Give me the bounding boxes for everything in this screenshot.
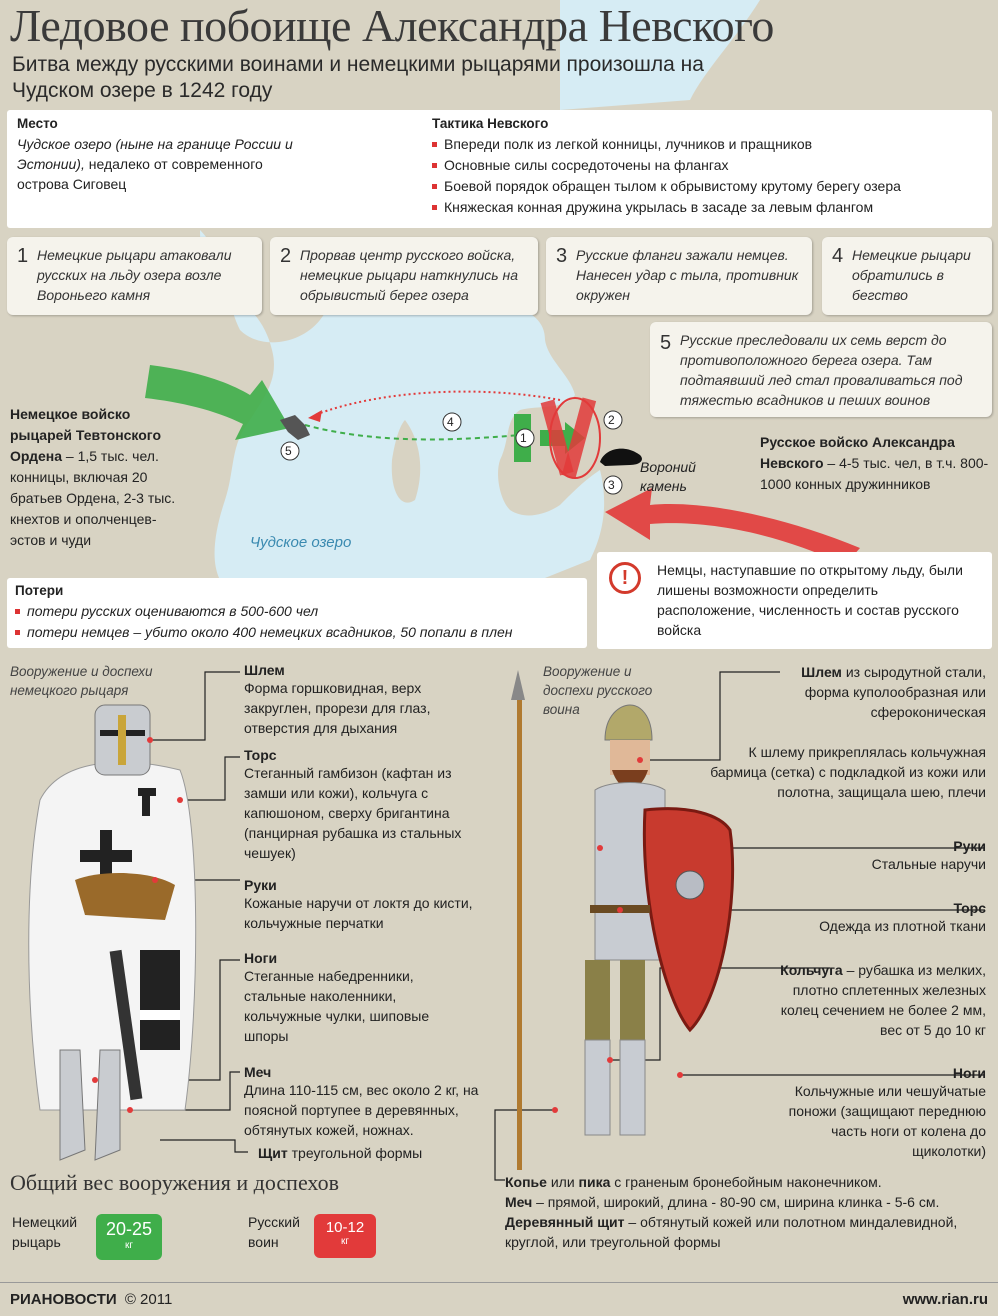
step-1: 1 Немецкие рыцари атаковали русских на л…: [7, 237, 262, 315]
step-number: 4: [832, 245, 844, 267]
german-part-arms: Руки Кожаные наручи от локтя до кисти, к…: [244, 877, 473, 931]
retreat-arrowhead: [308, 410, 322, 422]
russian-army-text: Русское войско Александра Невского – 4-5…: [760, 434, 989, 492]
weapon-sword: Меч – прямой, широкий, длина - 80-90 см,…: [505, 1194, 940, 1210]
info-panel: Место Чудское озеро (ныне на границе Рос…: [7, 110, 992, 228]
raven-stone: [600, 448, 642, 466]
place-block: Место Чудское озеро (ныне на границе Рос…: [17, 116, 317, 194]
broken-ice: [280, 415, 310, 440]
step-number: 5: [660, 332, 672, 354]
step-text: Русские фланги зажали немцев. Нанесен уд…: [576, 247, 799, 303]
losses-panel: Потери потери русских оцениваются в 500-…: [7, 578, 587, 648]
russian-attack-arrow: [605, 488, 860, 565]
tactics-heading: Тактика Невского: [432, 116, 549, 131]
weight-russian-label: Русский воин: [248, 1214, 300, 1250]
russian-part-helmet: Шлем из сыродутной стали, форма куполооб…: [801, 664, 986, 720]
weight-german-badge: 20-25 кг: [96, 1214, 162, 1260]
map-marker-label-1: 1: [520, 431, 527, 445]
german-part-legs: Ноги Стеганные набедренники, стальные на…: [244, 950, 430, 1044]
german-part-torso: Торс Стеганный гамбизон (кафтан из замши…: [244, 747, 462, 861]
german-attack-arrow: [145, 365, 290, 440]
map-marker-label-3: 3: [608, 478, 615, 492]
weight-russian-value: 10-12: [325, 1219, 365, 1236]
russian-part-arms: Руки Стальные наручи: [871, 838, 986, 872]
place-text-italic: Чудское озеро (ныне на границе России и …: [17, 136, 293, 172]
russian-weapons: Копье или пика с граненым бронебойным на…: [505, 1172, 990, 1252]
map-marker-label-5: 5: [285, 444, 292, 458]
weight-german-label: Немецкий рыцарь: [12, 1214, 78, 1250]
russian-warrior-figure: [511, 670, 735, 1170]
tactics-item: Впереди полк из легкой конницы, лучников…: [432, 134, 987, 155]
map-marker-label-2: 2: [608, 413, 615, 427]
site-link[interactable]: www.rian.ru: [902, 1291, 988, 1308]
brand-logo: РИАНОВОСТИ © 2011: [10, 1291, 173, 1308]
map-marker-5: [280, 441, 300, 461]
russian-part-torso: Торс Одежда из плотной ткани: [819, 900, 986, 934]
weapon-spear: Копье или пика с граненым бронебойным на…: [505, 1174, 882, 1190]
losses-heading: Потери: [15, 583, 64, 598]
warning-text: Немцы, наступавшие по открытому льду, бы…: [657, 562, 963, 638]
map-marker-label-4: 4: [447, 415, 454, 429]
german-caption: Вооружение и доспехи немецкого рыцаря: [10, 664, 153, 698]
raven-stone-label: Вороний камень: [640, 459, 696, 494]
place-text: недалеко от современного острова Сиговец: [17, 156, 263, 192]
lake-label: Чудское озеро: [250, 534, 352, 551]
russian-flank-left: [540, 399, 574, 476]
lake-shape-top: [560, 0, 760, 110]
german-army-text: Немецкое войско рыцарей Тевтонского Орде…: [10, 406, 176, 548]
weight-german-value: 20-25: [105, 1219, 153, 1239]
step-3: 3 Русские фланги зажали немцев. Нанесен …: [546, 237, 812, 315]
page-subtitle: Битва между русскими воинами и немецкими…: [12, 53, 704, 102]
step-number: 1: [17, 245, 29, 267]
tactics-list: Впереди полк из легкой конницы, лучников…: [432, 134, 987, 218]
russian-caption: Вооружение и доспехи русского воина: [543, 664, 653, 717]
step-2: 2 Прорвав центр русского войска, немецки…: [270, 237, 538, 315]
german-part-helmet: Шлем Форма горшковидная, верх закруглен,…: [244, 662, 431, 736]
russian-part-aventail: К шлему прикреплялась кольчужная бармица…: [710, 744, 986, 800]
step-text: Русские преследовали их семь верст до пр…: [680, 332, 963, 408]
step-4: 4 Немецкие рыцари обратились в бегство: [822, 237, 992, 315]
german-retreat-path: [314, 390, 561, 416]
step-number: 3: [556, 245, 568, 267]
russian-part-legs: Ноги Кольчужные или чешуйчатые поножи (з…: [788, 1065, 986, 1159]
map-marker-2: [603, 410, 623, 430]
step-5: 5 Русские преследовали их семь верст до …: [650, 322, 992, 417]
tactics-item: Боевой порядок обращен тылом к обрывисто…: [432, 176, 987, 197]
footer: РИАНОВОСТИ © 2011 www.rian.ru: [0, 1282, 998, 1316]
weight-russian-badge: 10-12 кг: [314, 1214, 376, 1258]
german-part-shield: Щит треугольной формы: [258, 1145, 423, 1161]
copyright: © 2011: [124, 1291, 173, 1308]
warning-panel: ! Немцы, наступавшие по открытому льду, …: [597, 552, 992, 649]
step-text: Немецкие рыцари обратились в бегство: [852, 247, 971, 303]
step-text: Немецкие рыцари атаковали русских на льд…: [37, 247, 232, 303]
weight-unit: кг: [340, 1236, 350, 1247]
exclamation-icon: !: [609, 562, 641, 594]
tactics-block: Тактика Невского Впереди полк из легкой …: [432, 116, 987, 218]
place-heading: Место: [17, 116, 58, 131]
map-marker-4: [442, 412, 462, 432]
russian-flank-right: [561, 397, 597, 479]
tactics-item: Основные силы сосредоточены на флангах: [432, 155, 987, 176]
tactics-item: Княжеская конная дружина укрылась в заса…: [432, 197, 987, 218]
losses-item: потери русских оцениваются в 500-600 чел: [15, 601, 585, 622]
losses-item: потери немцев – убито около 400 немецких…: [15, 622, 585, 643]
lake-shape: [200, 230, 605, 580]
lake-shore-detail: [391, 420, 421, 503]
step-text: Прорвав центр русского войска, немецкие …: [300, 247, 519, 303]
map-marker-3: [603, 475, 623, 495]
encirclement-ring: [549, 397, 601, 479]
page-title: Ледовое побоище Александра Невского: [10, 0, 774, 51]
german-advance-path: [304, 424, 521, 441]
weight-unit: кг: [124, 1240, 134, 1251]
weight-heading: Общий вес вооружения и доспехов: [10, 1170, 339, 1195]
russian-part-mail: Кольчуга – рубашка из мелких, плотно спл…: [780, 962, 986, 1038]
german-part-sword: Меч Длина 110-115 см, вес около 2 кг, на…: [244, 1064, 479, 1138]
weapon-shield: Деревянный щит – обтянутый кожей или пол…: [505, 1214, 958, 1250]
german-knight-figure: [28, 704, 197, 1161]
step-number: 2: [280, 245, 292, 267]
map-marker-1: [515, 428, 535, 448]
